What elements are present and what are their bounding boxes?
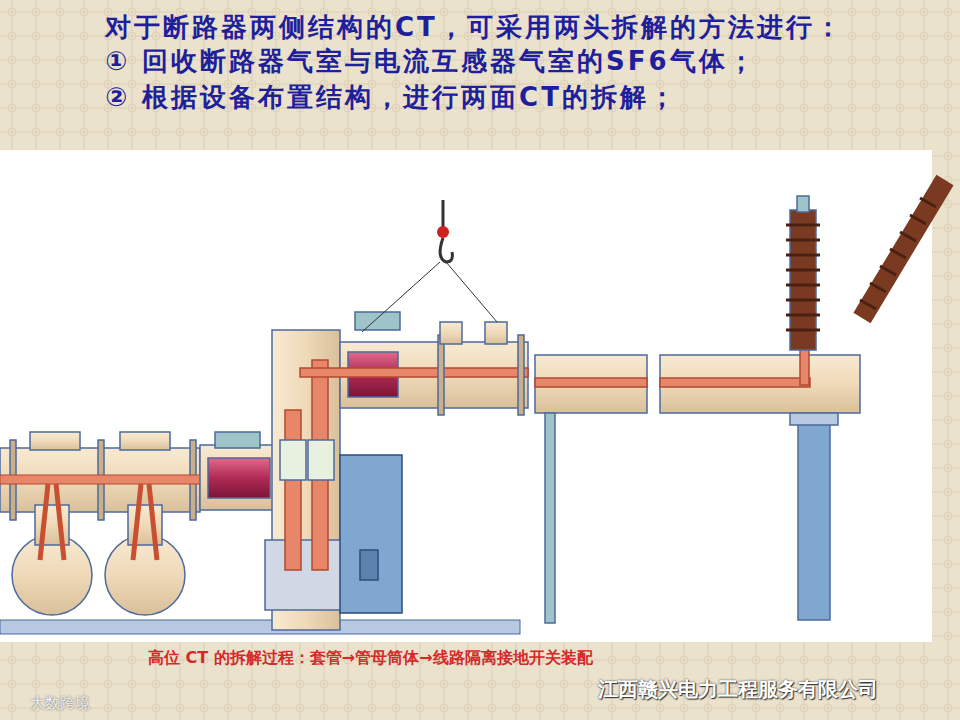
step-note: ② 根据设备布置结构，进行两面CT的拆解； bbox=[105, 80, 678, 115]
control-cabinet bbox=[340, 455, 402, 613]
watermark: 大数跨境 bbox=[30, 694, 90, 713]
step-note: ① 回收断路器气室与电流互感器气室的SF6气体； bbox=[105, 44, 757, 79]
crane-hook bbox=[362, 200, 497, 332]
watermark: 江西赣兴电力工程服务有限公司 bbox=[598, 676, 878, 703]
removed-bushing bbox=[860, 180, 945, 318]
caption: 高位 CT 的拆解过程：套管→管母筒体→线路隔离接地开关装配 bbox=[148, 648, 593, 669]
upper-bus-tube bbox=[300, 312, 528, 415]
picture-ground bbox=[0, 150, 932, 642]
current-transformer bbox=[200, 432, 275, 510]
middle-bus-tube bbox=[535, 355, 647, 623]
ground-rail bbox=[0, 620, 520, 634]
slide-title: 对于断路器两侧结构的CT，可采用两头拆解的方法进行： bbox=[105, 10, 844, 45]
disconnector-units bbox=[0, 432, 200, 615]
bushing-tube bbox=[660, 196, 860, 620]
